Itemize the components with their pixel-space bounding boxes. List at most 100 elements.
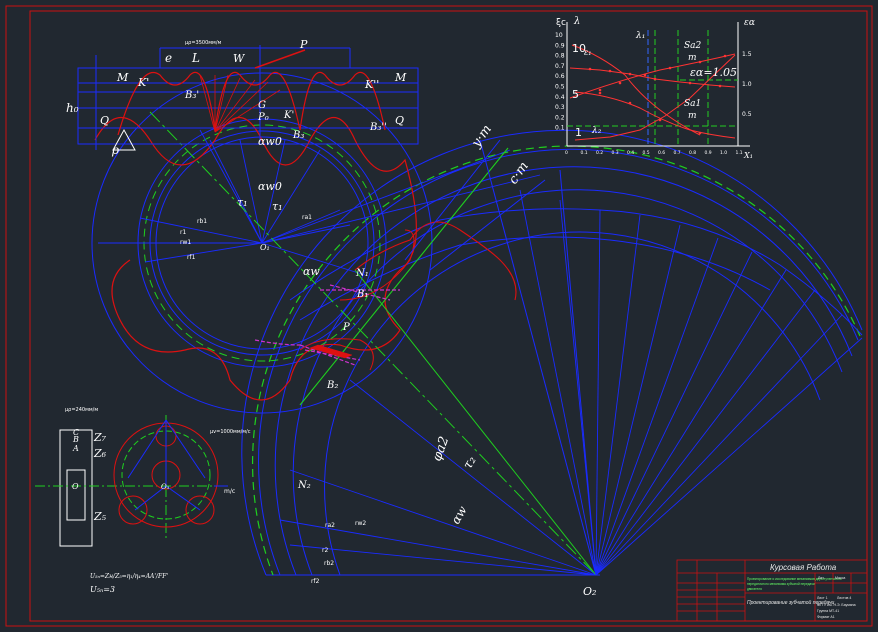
graph-x-tick: 0	[565, 150, 568, 156]
rack-red-profile	[117, 71, 386, 136]
graph-right-tick: 1.5	[742, 51, 752, 58]
rack-B3: B₃	[292, 130, 304, 141]
graph-lam2: λ₂	[591, 126, 602, 136]
y-m-axis	[404, 139, 501, 261]
gear2-r-r2: r2	[322, 547, 328, 554]
graph-x-tick: 0.9	[705, 150, 712, 156]
graph-sa2: Sa2	[684, 41, 702, 51]
gear1-r-rb1: rb1	[197, 218, 207, 225]
planet-mc: m/c	[224, 488, 235, 495]
gear2-alpha-w: αw	[448, 503, 470, 527]
graph-x-tick: 0.7	[674, 150, 681, 156]
planet-A: A	[72, 444, 79, 453]
rack-W: W	[233, 52, 246, 65]
gear2-arc-inner	[324, 231, 821, 576]
tb-mass: Масса	[835, 576, 845, 580]
rack-P: P	[299, 38, 308, 51]
gear2-arc-rb2	[274, 166, 853, 576]
rack-triangle	[112, 128, 136, 151]
gear1-r-ra1: ra1	[302, 214, 312, 221]
planet-O: O	[72, 482, 79, 491]
graph-m2: m	[688, 111, 697, 121]
gear2-blue-line	[479, 139, 597, 576]
graph-x-tick: 0.3	[612, 150, 619, 156]
gear1-B2: B₂	[326, 380, 338, 391]
planet-formula2: U₅ₙ=3	[90, 585, 115, 594]
gear2-axis-line	[354, 269, 597, 576]
graph-left-tick: 0.9	[555, 42, 565, 49]
gear2-pitch-circle	[251, 145, 861, 576]
gear1-N1: N₁	[355, 268, 369, 279]
tb-fmt: Формат А1	[817, 615, 835, 619]
magenta-curves	[254, 284, 400, 366]
rack-Q-left: Q	[100, 114, 109, 127]
rack-K: K'	[283, 110, 294, 121]
graph-right-tick: 1.0	[742, 81, 752, 88]
gear1-B1: B₁	[356, 289, 368, 300]
tb-sheet-title: Проектирование зубчатой передачи	[747, 599, 835, 606]
graph-left-tick: 10	[555, 32, 563, 39]
gear2-blue-line-2	[559, 169, 597, 576]
gear2-rays	[279, 189, 863, 576]
graph-x-tick: 0.6	[658, 150, 665, 156]
graph-left-tick: 0.4	[555, 94, 565, 101]
graph-x-tick: 1.1	[736, 150, 743, 156]
graph-x-label: X₁	[743, 151, 753, 160]
graph-x-tick: 0.4	[627, 150, 634, 156]
c-m-axis	[429, 179, 546, 271]
gear2-inner-wave	[299, 236, 771, 321]
planet-scale-left: μρ=240мм/м	[65, 407, 98, 413]
graph-curve-eps	[569, 53, 736, 99]
gear2-r-rw2: rw2	[355, 520, 366, 527]
tb-group: МГТУ им. Н.Э. Баумана	[817, 603, 856, 607]
graph-m1: m	[688, 53, 697, 63]
title-block	[676, 559, 868, 622]
rack-group	[77, 45, 419, 150]
outer-frame	[5, 5, 873, 627]
y-m-label: y·m	[468, 122, 495, 151]
tb-lit: Лит.	[818, 576, 824, 580]
tb-desc3: двигателя	[747, 587, 762, 591]
gear2-outer-wave	[289, 208, 863, 336]
graph-big-5: 5	[572, 88, 579, 101]
gear2-O2: O₂	[583, 585, 596, 598]
graph-left-tick: 0.3	[555, 104, 565, 111]
rack-M-left: M	[116, 71, 129, 84]
rack-P0: P₀	[257, 112, 269, 123]
planet-Z5: Z₅	[93, 510, 107, 523]
rack-B3p: B₃'	[184, 90, 199, 101]
gear2-arc-ra2	[241, 129, 863, 576]
graph-dots	[588, 54, 727, 135]
tb-course: Курсовая Работа	[770, 563, 837, 572]
rack-Q-right: Q	[395, 114, 404, 127]
rack-M-right: M	[394, 71, 407, 84]
gear1-r-r1: r1	[180, 229, 186, 236]
graph-x-tick: 0.5	[643, 150, 650, 156]
contact-red-1	[339, 229, 415, 301]
graph-left-ticks: 100.90.80.70.60.50.40.30.20.1	[555, 32, 565, 132]
rack-red-fan	[199, 74, 281, 133]
rack-G: G	[258, 100, 266, 111]
rack-e: e	[165, 51, 172, 65]
gear2-r-rf2: rf2	[311, 578, 320, 585]
graph-y-label: ξc	[556, 18, 566, 28]
planet-Z6: Z₆	[93, 447, 107, 460]
planet-C: C	[73, 428, 79, 437]
gear2-arc-rw2	[258, 148, 859, 576]
rack-K-right: K''	[364, 78, 379, 91]
graph-left-tick: 0.8	[555, 53, 565, 60]
graph-lam1: λ₁	[635, 31, 645, 41]
graph-eps-small: ε₁	[584, 48, 592, 57]
tb-group2: Группа МТ-41	[817, 609, 839, 613]
graph-sa1: Sa1	[684, 99, 701, 109]
graph-x-tick: 1.0	[720, 150, 727, 156]
graph-right-ticks: 1.51.00.5	[742, 51, 752, 118]
graph-x-tick: 0.2	[596, 150, 603, 156]
graph-x-tick: 0.1	[581, 150, 588, 156]
graph-lambda-label: λ	[573, 16, 580, 27]
inner-frame	[29, 10, 868, 622]
planet-B: B	[72, 435, 79, 444]
tb-desc2: передаточного механизма зубчатой передач…	[747, 582, 815, 586]
rack-aw0: αw0	[258, 135, 282, 148]
